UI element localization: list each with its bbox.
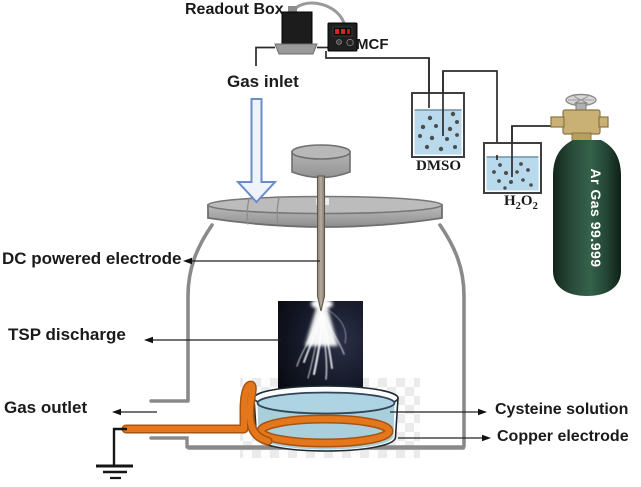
electrode-feedthrough-knob: [291, 144, 351, 179]
dc-electrode-label: DC powered electrode: [2, 249, 182, 268]
ground-symbol: [96, 427, 133, 480]
cylinder-body: [553, 140, 621, 296]
tsp-discharge-label: TSP discharge: [8, 325, 126, 344]
copper-electrode-label: Copper electrode: [497, 428, 629, 445]
gas-inlet-label: Gas inlet: [227, 72, 299, 91]
mfc-connector: [288, 6, 297, 13]
display-digit: [335, 29, 339, 34]
electrode-rod: [316, 175, 326, 312]
vessel-left-wall: [186, 223, 214, 402]
argon-cylinder: Ar Gas 99.999: [550, 93, 621, 296]
handwheel-spokes: [568, 96, 594, 104]
cysteine-arrowhead: [478, 408, 487, 416]
plasma-photo: [278, 301, 363, 395]
copper-wire: [121, 380, 273, 446]
vessel-right-wall: [438, 223, 466, 448]
readout-knob: [346, 38, 354, 47]
solution-surface: [256, 391, 396, 415]
h2o2-h: H: [504, 193, 516, 209]
h2o2-bubbles: [492, 162, 533, 190]
h2o2-o: O: [520, 193, 533, 209]
lid-seam: [246, 198, 250, 225]
gas-inlet-arrow: [235, 98, 278, 204]
mcf-label: MCF: [356, 36, 389, 53]
gas-outlet-label: Gas outlet: [4, 398, 88, 417]
tsp-arrowhead: [144, 336, 153, 344]
h2o2-sub2: 2: [532, 201, 538, 212]
mass-flow-controller-device: [274, 6, 318, 55]
copper-electrode-ring: [258, 416, 392, 446]
dmso-bubbles: [418, 111, 459, 152]
ar-gas-label: Ar Gas 99.999: [588, 168, 604, 267]
copper-arrowhead: [482, 434, 491, 442]
annotation-arrows: [112, 257, 491, 442]
valve-right-port: [598, 116, 609, 128]
h2o2-sub1: 2: [515, 201, 521, 212]
gas-outlet-arrowhead: [112, 408, 121, 416]
gas-outlet-port-bottom: [149, 436, 189, 449]
cysteine-solution-label: Cysteine solution: [495, 401, 629, 418]
display-digit: [347, 29, 350, 34]
plasma-streamers: [296, 307, 347, 380]
reactor-vessel: [149, 223, 466, 450]
mcf-readout-device: [327, 22, 358, 52]
h2o2-beaker: [483, 126, 542, 194]
dmso-beaker: [411, 58, 465, 158]
tube-mfc-to-inlet: [255, 46, 275, 66]
h2o2-label: H2O2: [504, 193, 538, 212]
mfc-base: [274, 43, 318, 55]
display-digit: [341, 29, 345, 34]
valve-body: [562, 109, 601, 135]
lid-seam: [276, 197, 280, 225]
readout-box-label: Readout Box: [185, 1, 284, 18]
readout-knob: [336, 39, 342, 45]
dmso-label: DMSO: [416, 158, 461, 174]
mfc-body: [281, 11, 313, 45]
valve-neck: [571, 132, 592, 142]
valve-left-port: [550, 116, 565, 128]
petri-dish: [253, 385, 399, 452]
dc-electrode-arrowhead: [183, 257, 192, 265]
